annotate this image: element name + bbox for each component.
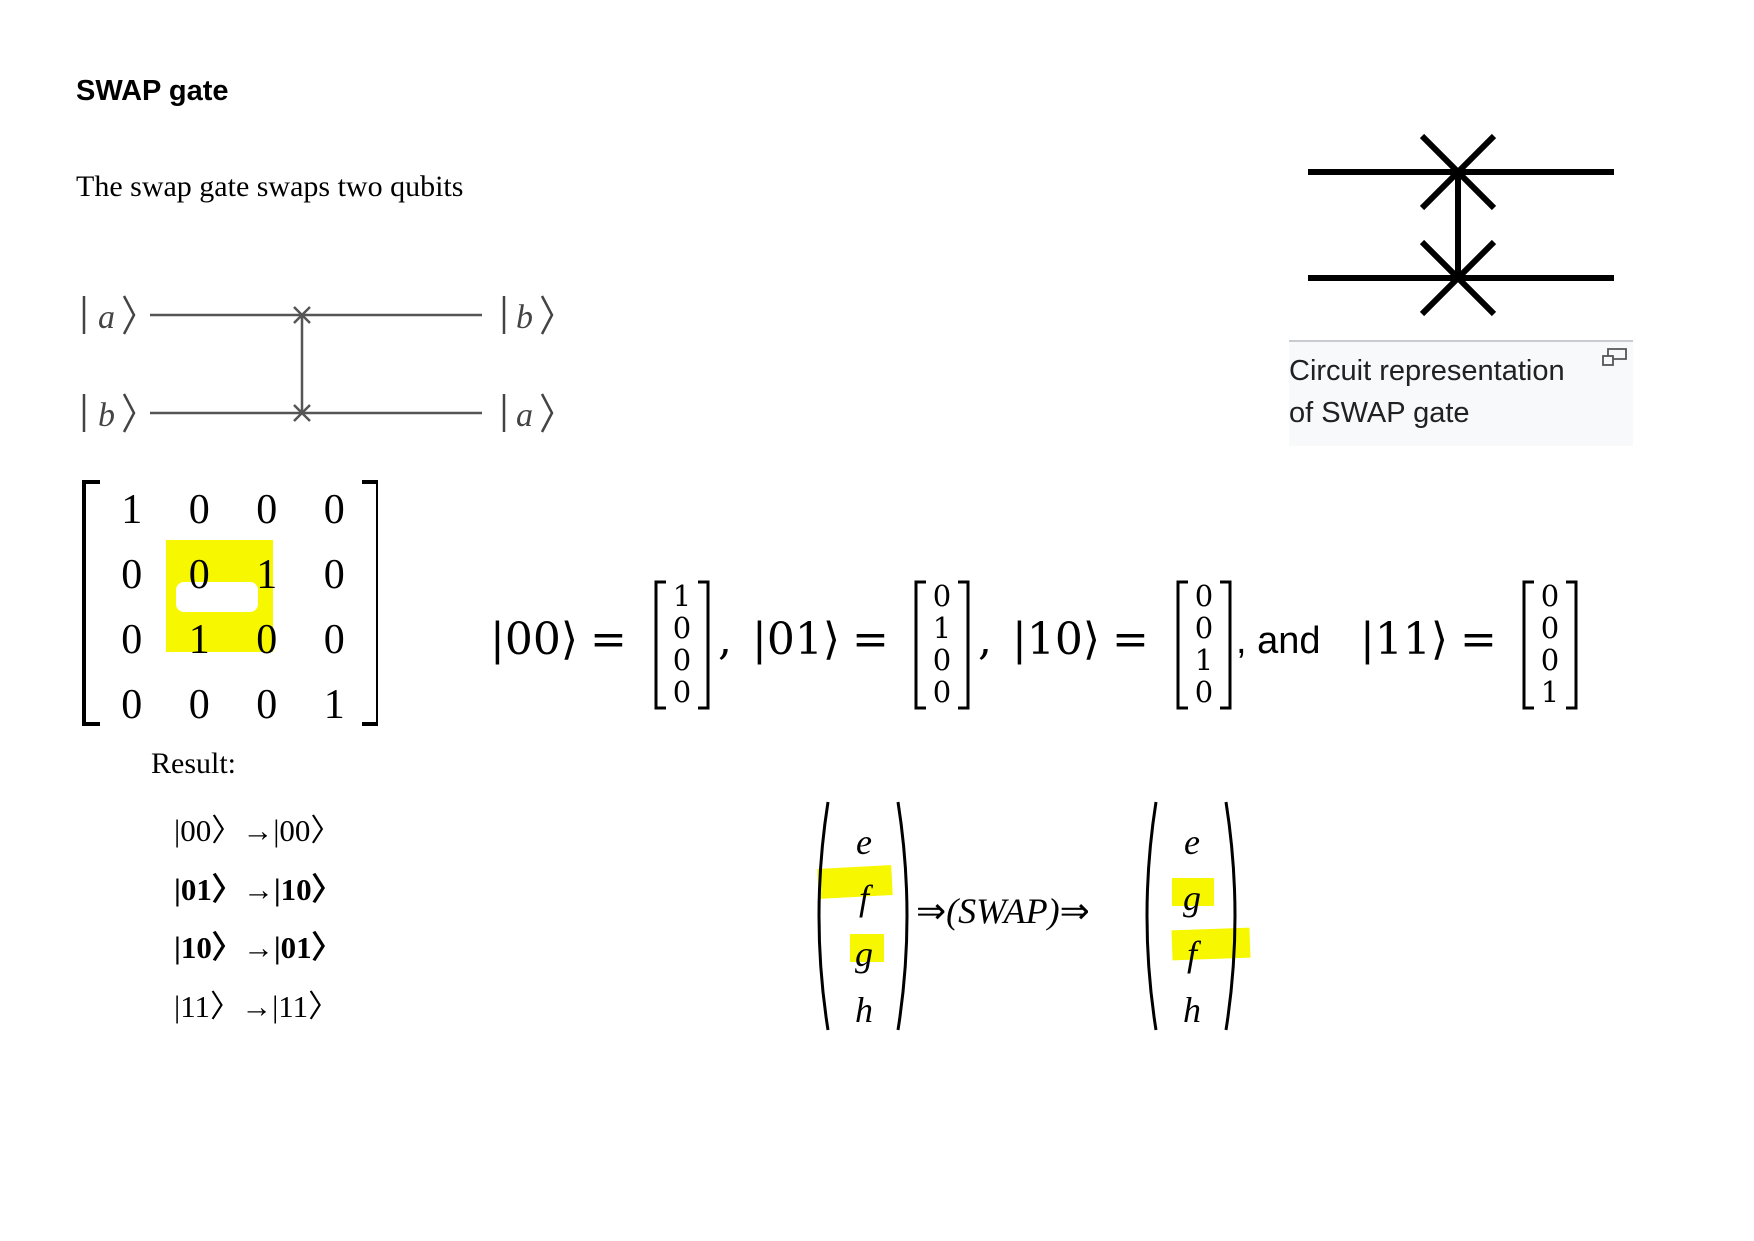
ket-output-top-label: b — [516, 299, 533, 336]
ket-output-top: b — [502, 295, 554, 336]
ket-01: |01⟩ — [752, 614, 840, 665]
result-line: |00〉→|00〉 — [174, 813, 342, 848]
highlight-g-left — [850, 934, 884, 962]
result-line: |11〉→|11〉 — [174, 989, 340, 1024]
swap-vector-illustration: e f g h ⇒(SWAP)⇒ e g f h — [808, 798, 1251, 1034]
swap-cross-bottom — [293, 404, 311, 422]
result-label: Result: — [151, 747, 237, 780]
matrix-cell: 0 — [323, 487, 345, 533]
matrix-cell: 0 — [188, 682, 210, 728]
ket-input-bottom-label: b — [98, 397, 115, 434]
vector-left: e f g h — [855, 822, 873, 1030]
ket-output-bottom-label: a — [516, 397, 533, 434]
highlight-g-right — [1172, 878, 1214, 906]
matrix-cells: 1 0 0 0 0 0 1 0 0 1 0 0 0 0 0 1 — [98, 478, 368, 738]
swap-operator: ⇒(SWAP)⇒ — [916, 891, 1090, 931]
result-line: |10〉→|01〉 — [174, 930, 343, 965]
result-line: |01〉→|10〉 — [174, 872, 343, 907]
matrix-cell: 0 — [256, 617, 278, 663]
swap-gate-symbol — [1308, 133, 1614, 317]
swap-matrix: 1 0 0 0 0 0 1 0 0 1 0 0 0 0 0 1 — [78, 478, 378, 728]
matrix-cell: 0 — [121, 682, 143, 728]
matrix-cell: 1 — [323, 682, 345, 728]
ket-input-top: a — [82, 295, 136, 336]
swap-cross-top — [293, 306, 311, 324]
matrix-cell: 0 — [323, 552, 345, 598]
matrix-cell: 0 — [256, 682, 278, 728]
matrix-cell: 0 — [323, 617, 345, 663]
figure-caption-box — [1289, 340, 1633, 446]
equals-sign: = — [590, 614, 627, 665]
matrix-cell: 1 — [121, 487, 143, 533]
intro-text: The swap gate swaps two qubits — [76, 170, 464, 203]
equals-sign: = — [1112, 614, 1149, 665]
ket-input-top-label: a — [98, 299, 115, 336]
matrix-cell: 1 — [188, 617, 210, 663]
figure-caption: Circuit representation of SWAP gate — [1289, 350, 1579, 434]
figure-caption-line-2: of SWAP gate — [1289, 397, 1470, 429]
matrix-cell: 0 — [121, 552, 143, 598]
matrix-highlight — [166, 540, 273, 652]
figure-caption-line-1: Circuit representation — [1289, 355, 1565, 387]
ket-00: |00⟩ — [490, 614, 578, 665]
enlarge-icon[interactable] — [1602, 347, 1628, 369]
matrix-cell: 0 — [256, 487, 278, 533]
ket-10: |10⟩ — [1012, 614, 1100, 665]
matrix-cell: 1 — [256, 552, 278, 598]
equals-sign: = — [852, 614, 889, 665]
page-title: SWAP gate — [76, 75, 229, 107]
and-text: , and — [1236, 620, 1321, 662]
vector-right: e g f h — [1183, 822, 1201, 1030]
ket-input-bottom: b — [82, 393, 136, 434]
equals-sign: = — [1460, 614, 1497, 665]
swap-circuit-diagram: a b b a — [82, 295, 554, 434]
comma: , — [978, 614, 992, 665]
matrix-cell: 0 — [188, 552, 210, 598]
matrix-cell: 0 — [121, 617, 143, 663]
comma: , — [718, 614, 732, 665]
matrix-cell: 0 — [188, 487, 210, 533]
ket-11: |11⟩ — [1360, 614, 1448, 665]
ket-output-bottom: a — [502, 393, 554, 434]
